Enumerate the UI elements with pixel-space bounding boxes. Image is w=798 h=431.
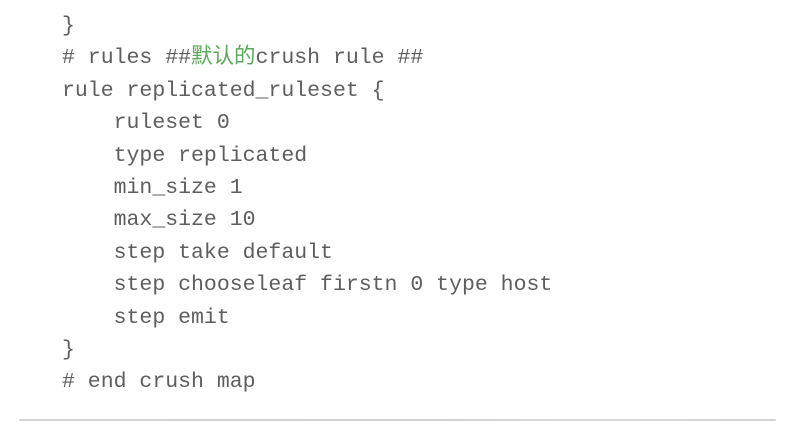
code-text: } [62,337,75,362]
code-block: } # rules ##默认的crush rule ## rule replicat… [0,10,798,398]
code-line: # end crush map [0,366,798,398]
code-line: # rules ##默认的crush rule ## [0,42,798,74]
code-line: step chooseleaf firstn 0 type host [0,269,798,301]
code-text: max_size 10 [62,208,256,233]
code-text: ruleset 0 [62,111,230,136]
code-line: } [0,334,798,366]
code-text: # rules ## [62,46,192,71]
code-text: step chooseleaf firstn 0 type host [62,273,553,298]
code-text: } [62,14,75,38]
code-line: max_size 10 [0,204,798,236]
horizontal-divider [19,419,776,421]
code-line: ruleset 0 [0,107,798,139]
code-text: step emit [62,305,230,330]
code-text: rule replicated_ruleset { [62,78,385,103]
code-annotation-text: 默认的 [191,46,256,71]
code-line: } [0,10,798,42]
code-text: crush rule ## [255,46,424,71]
code-line: rule replicated_ruleset { [0,75,798,107]
code-line: step emit [0,302,798,334]
code-line: step take default [0,237,798,269]
code-text: type replicated [62,143,308,168]
code-line: type replicated [0,140,798,172]
code-text: # end crush map [62,370,256,395]
code-line: min_size 1 [0,172,798,204]
code-text: step take default [62,240,333,265]
code-text: min_size 1 [62,175,243,200]
